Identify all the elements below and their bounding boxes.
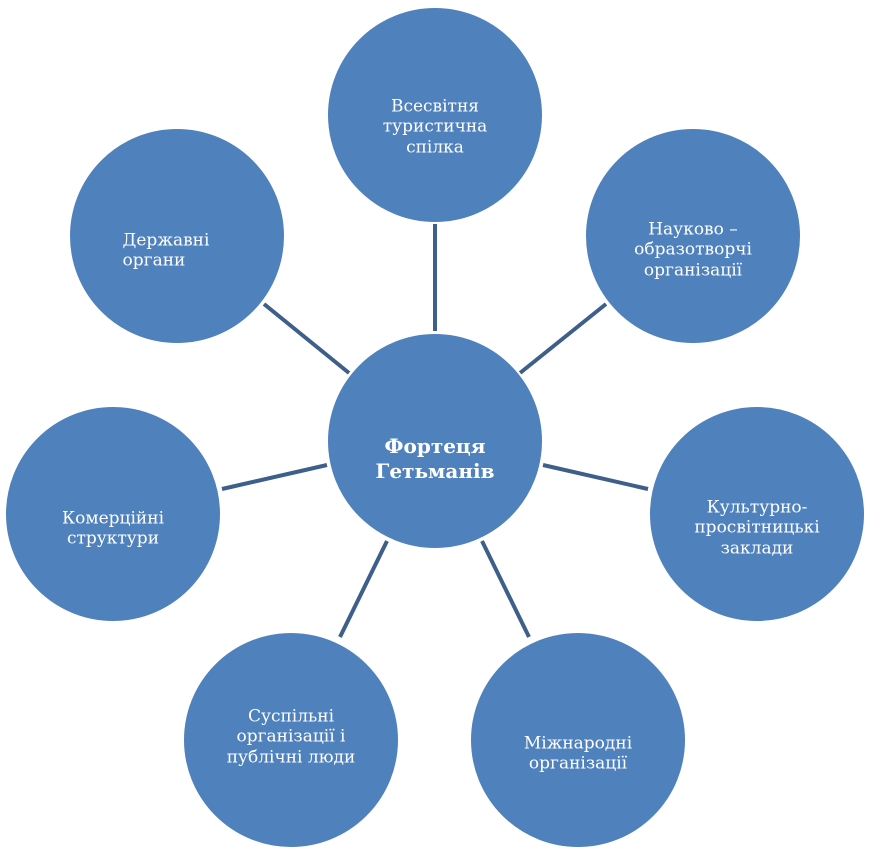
node-label-tourism-union: Всесвітня туристична спілка <box>382 96 488 158</box>
node-label-government: Державні органи <box>122 230 210 271</box>
connector-scientific-educational <box>518 302 608 375</box>
node-cultural-educational <box>648 405 866 623</box>
node-commercial <box>4 405 222 623</box>
center-label: Фортеця Гетьманів <box>375 434 495 483</box>
node-label-scientific-educational: Науково – образотворчі організації <box>634 219 752 281</box>
node-label-public: Суспільні організації і публічні люди <box>226 706 356 768</box>
node-tourism-union <box>326 6 544 224</box>
nodes <box>4 6 866 849</box>
connector-international <box>480 540 531 638</box>
node-scientific-educational <box>584 127 802 345</box>
node-international <box>469 631 687 849</box>
node-label-international: Міжнародні організації <box>523 733 633 774</box>
connectors <box>221 223 649 638</box>
connector-public <box>338 540 389 638</box>
connector-cultural-educational <box>542 463 649 491</box>
node-government <box>68 127 286 345</box>
node-public <box>182 631 400 849</box>
node-label-commercial: Комерційні структури <box>61 508 165 549</box>
connector-government <box>262 302 351 375</box>
node-label-cultural-educational: Культурно- просвітницькі заклади <box>694 497 820 559</box>
center-node <box>326 332 544 550</box>
connector-commercial <box>221 463 328 491</box>
